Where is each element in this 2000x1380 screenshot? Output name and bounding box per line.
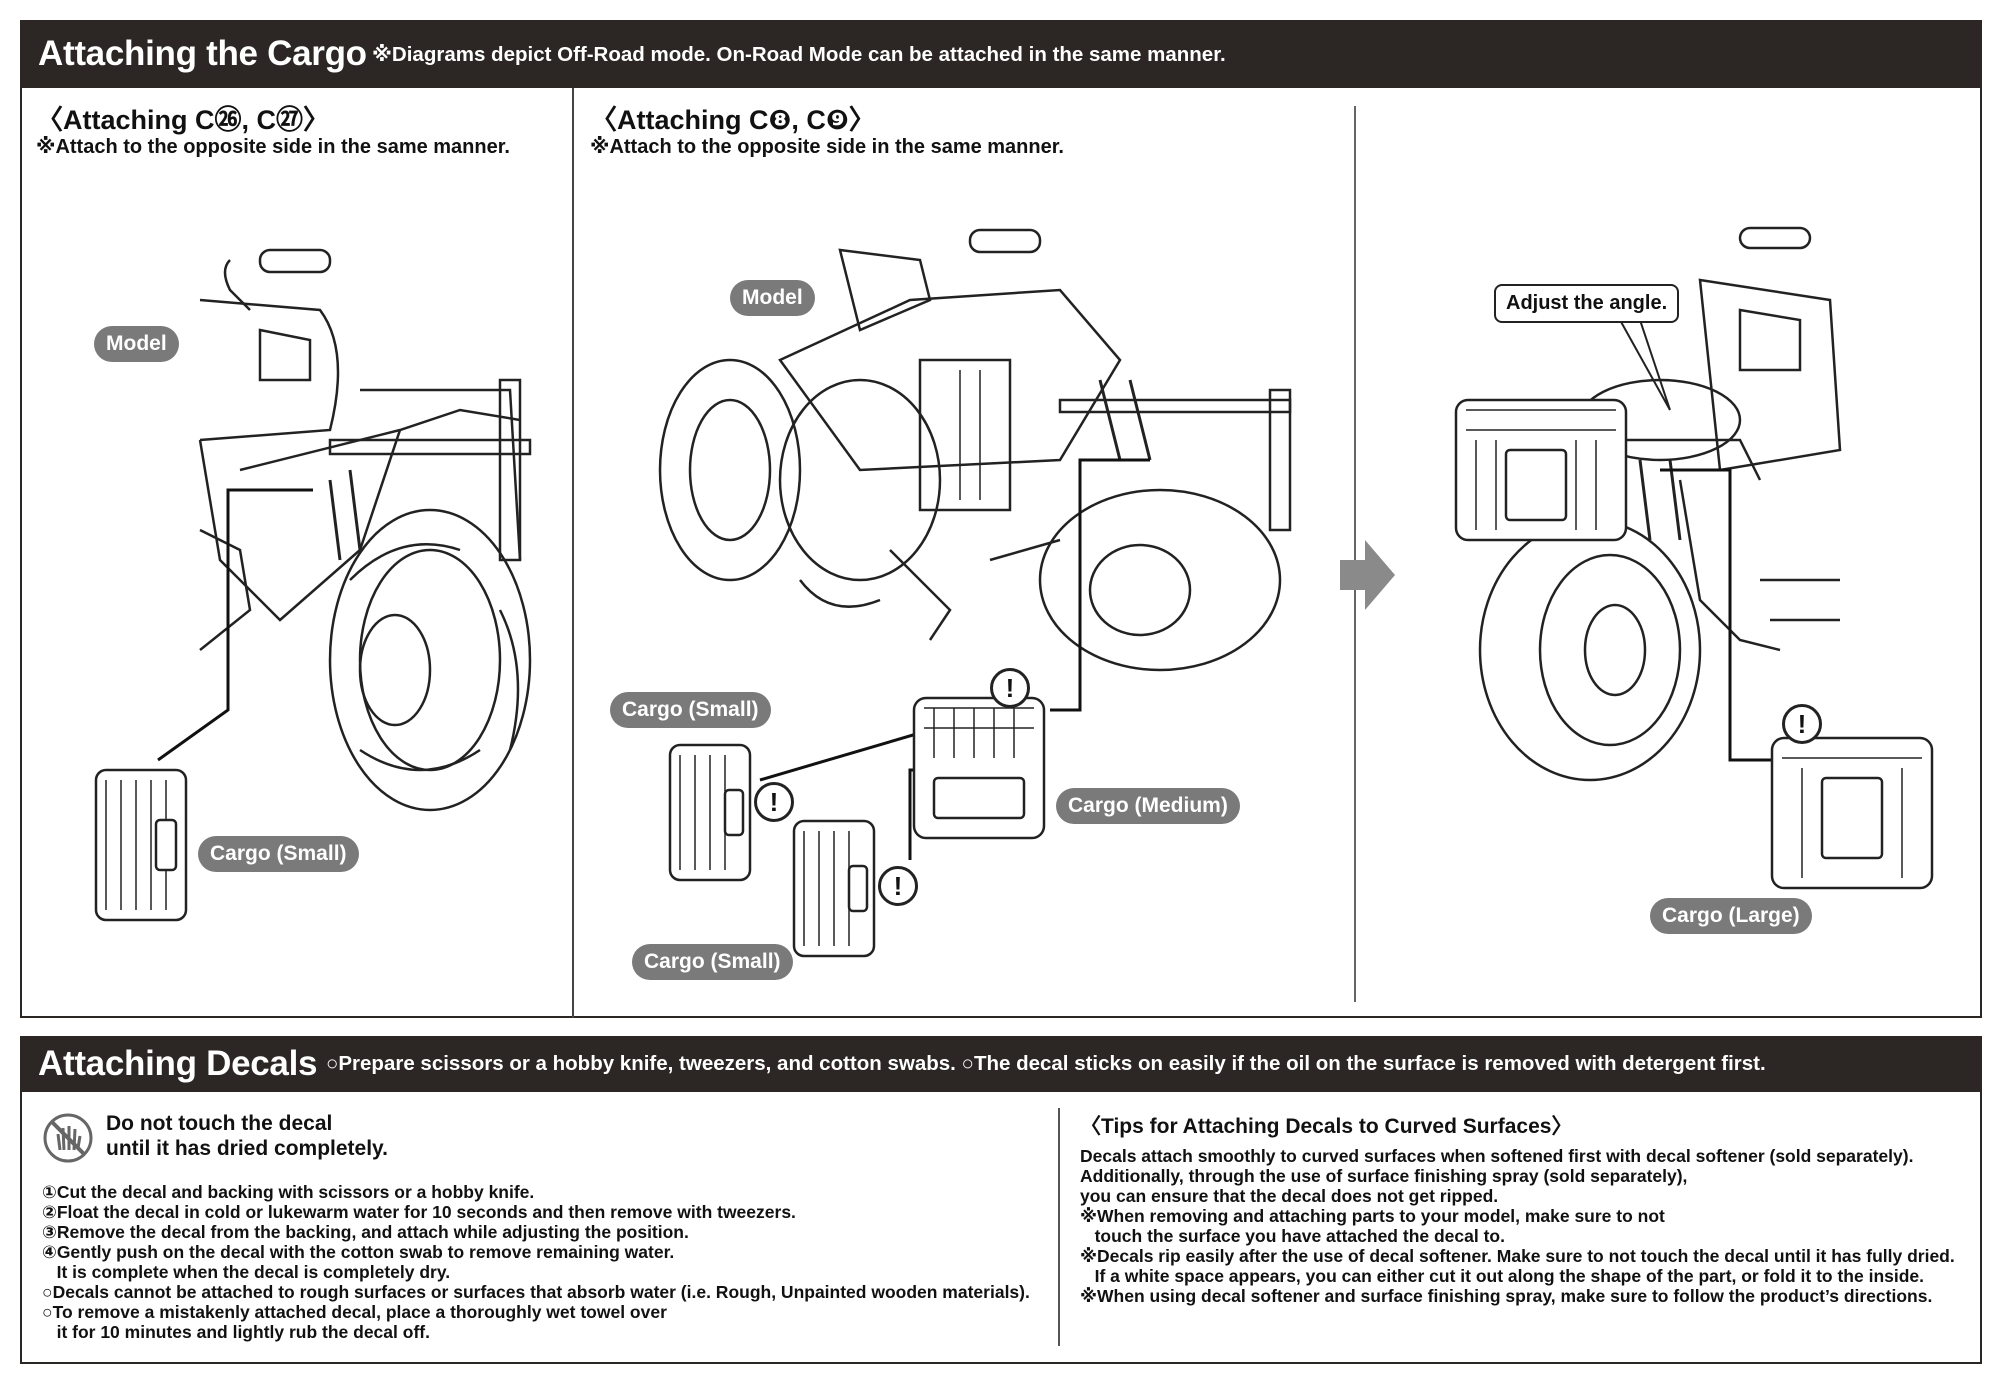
cargo-header-bar: Attaching the Cargo ※Diagrams depict Off…	[20, 20, 1982, 88]
decal-step-4: ④Gently push on the decal with the cotto…	[42, 1242, 675, 1262]
step1-model-label: Model	[94, 326, 179, 362]
tip-line-8: ※When using decal softener and surface f…	[1080, 1286, 1933, 1306]
decal-note-remove-cont: it for 10 minutes and lightly rub the de…	[42, 1322, 430, 1342]
tip-line-6: ※Decals rip easily after the use of deca…	[1080, 1246, 1955, 1266]
next-step-arrow-icon	[1340, 540, 1395, 610]
decal-step-1: ①Cut the decal and backing with scissors…	[42, 1182, 535, 1202]
decal-note-remove: ○To remove a mistakenly attached decal, …	[42, 1302, 667, 1322]
step2-warning-icon-2: !	[754, 782, 794, 822]
tip-line-1: Decals attach smoothly to curved surface…	[1080, 1146, 1914, 1166]
decal-step-4-cont: It is complete when the decal is complet…	[42, 1262, 451, 1282]
step1-title: 〈Attaching C㉖, C㉗〉	[36, 105, 330, 135]
decals-divider	[1058, 1108, 1060, 1346]
step1-motorcycle-illustration	[198, 248, 532, 812]
step2-note: ※Attach to the opposite side in the same…	[590, 136, 1064, 158]
step1-leader-line	[157, 488, 313, 762]
step1-cargo-small-illustration	[94, 768, 188, 922]
step3-cargo-large-bottom-illustration	[1770, 736, 1934, 890]
decal-note-rough-surfaces: ○Decals cannot be attached to rough surf…	[42, 1282, 1030, 1302]
decal-step-3: ③Remove the decal from the backing, and …	[42, 1222, 689, 1242]
step2-cargo-medium-label: Cargo (Medium)	[1056, 788, 1240, 824]
step3-cargo-large-label: Cargo (Large)	[1650, 898, 1812, 934]
step2-warning-icon-3: !	[878, 866, 918, 906]
decals-header-bar: Attaching Decals ○Prepare scissors or a …	[20, 1036, 1982, 1092]
step2-motorcycle-illustration	[658, 228, 1292, 672]
cargo-section-title: Attaching the Cargo	[38, 34, 367, 73]
step1-note: ※Attach to the opposite side in the same…	[36, 136, 510, 158]
callout-pointer	[1619, 319, 1671, 411]
step3-leader-line	[1660, 468, 1780, 762]
step2-cargo-small-a-illustration	[668, 743, 752, 882]
tip-line-3: you can ensure that the decal does not g…	[1080, 1186, 1499, 1206]
tip-line-5: touch the surface you have attached the …	[1080, 1226, 1505, 1246]
step2-cargo-small-b-illustration	[792, 819, 876, 958]
step2-cargo-medium-illustration	[912, 696, 1046, 840]
adjust-angle-callout: Adjust the angle.	[1494, 284, 1680, 323]
step3-cargo-large-top-illustration	[1454, 398, 1628, 542]
warning-line-2: until it has dried completely.	[106, 1137, 388, 1160]
step2-cargo-small-b-label: Cargo (Small)	[632, 944, 793, 980]
step2-warning-icon-1: !	[990, 668, 1030, 708]
tip-line-7: If a white space appears, you can either…	[1080, 1266, 1925, 1286]
cargo-section-note: ※Diagrams depict Off-Road mode. On-Road …	[372, 43, 1226, 66]
cargo-divider-1	[572, 88, 574, 1018]
step2-cargo-small-a-label: Cargo (Small)	[610, 692, 771, 728]
step2-model-label: Model	[730, 280, 815, 316]
decals-section-title: Attaching Decals	[38, 1044, 318, 1083]
do-not-touch-icon	[43, 1113, 93, 1163]
step2-title: 〈Attaching C❽, C❾〉	[590, 105, 876, 135]
tip-line-4: ※When removing and attaching parts to yo…	[1080, 1206, 1665, 1226]
tip-line-2: Additionally, through the use of surface…	[1080, 1166, 1688, 1186]
cargo-divider-2	[1354, 106, 1356, 1002]
step1-cargo-small-label: Cargo (Small)	[198, 836, 359, 872]
warning-line-1: Do not touch the decal	[106, 1112, 333, 1135]
tips-title: 〈Tips for Attaching Decals to Curved Sur…	[1080, 1115, 1573, 1138]
step3-warning-icon: !	[1782, 704, 1822, 744]
decals-section-note: ○Prepare scissors or a hobby knife, twee…	[326, 1052, 1766, 1075]
decal-step-2: ②Float the decal in cold or lukewarm wat…	[42, 1202, 796, 1222]
